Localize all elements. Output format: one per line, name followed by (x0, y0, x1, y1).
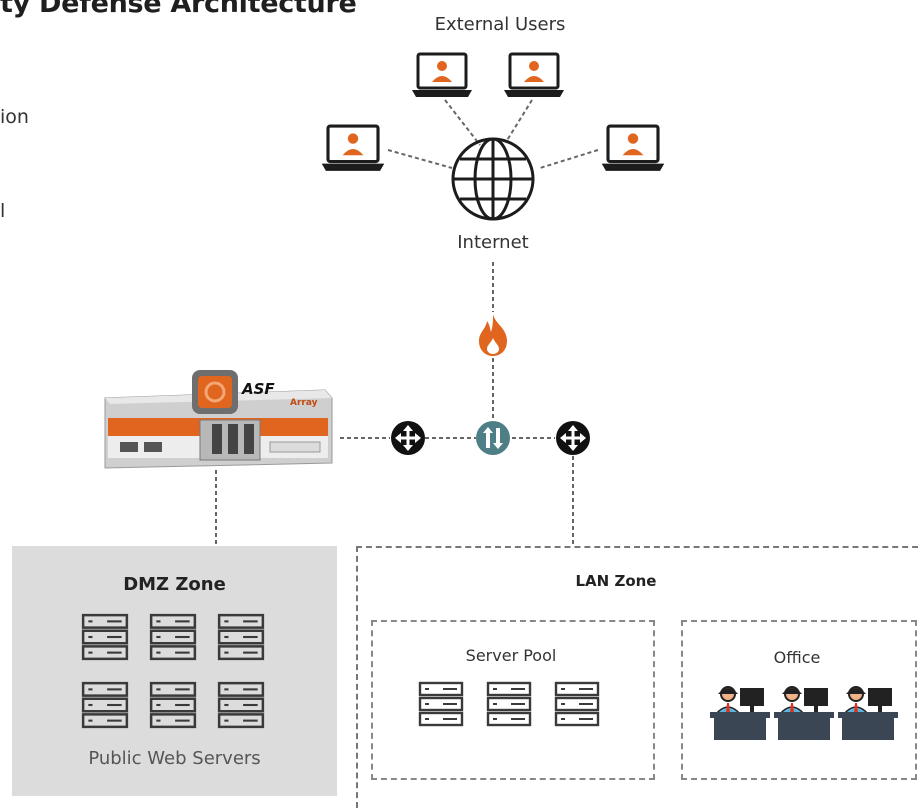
public-web-servers-label: Public Web Servers (88, 748, 261, 769)
appliance-brand: Array (290, 398, 318, 408)
side-text-fragment-2: l (0, 200, 6, 222)
server-rack-icon (216, 612, 266, 666)
server-pool-label: Server Pool (465, 646, 557, 665)
laptop-user-icon (321, 124, 385, 171)
side-text-fragment-1: ion (0, 106, 29, 128)
server-pool-box (371, 620, 655, 780)
move-arrows-icon (391, 421, 425, 455)
server-rack-icon (417, 680, 465, 732)
office-worker-icon (838, 682, 898, 744)
fire-icon (479, 314, 507, 356)
diagram-title: ty Defense Architecture (0, 0, 357, 19)
laptop-user-icon (412, 52, 472, 97)
server-rack-icon (485, 680, 533, 732)
move-arrows-icon (556, 421, 590, 455)
swap-arrows-icon (476, 421, 510, 455)
asf-appliance (104, 370, 333, 469)
lan-zone (356, 546, 918, 808)
connection-lines (215, 99, 599, 546)
laptop-user-icon (601, 124, 665, 171)
server-rack-icon (553, 680, 601, 732)
office-box (681, 620, 917, 780)
server-rack-icon (148, 612, 198, 666)
office-worker-icon (710, 682, 770, 744)
external-users-label: External Users (434, 14, 566, 35)
server-rack-icon (80, 680, 130, 734)
appliance-label: ASF (242, 380, 275, 398)
lan-zone-label: LAN Zone (575, 572, 657, 590)
dmz-zone-label: DMZ Zone (123, 574, 226, 595)
dmz-zone (12, 546, 337, 796)
laptop-user-icon (504, 52, 564, 97)
server-rack-icon (80, 612, 130, 666)
server-rack-icon (216, 680, 266, 734)
internet-label: Internet (457, 232, 529, 253)
globe-icon (451, 137, 535, 221)
office-label: Office (773, 648, 821, 667)
office-worker-icon (774, 682, 834, 744)
server-rack-icon (148, 680, 198, 734)
